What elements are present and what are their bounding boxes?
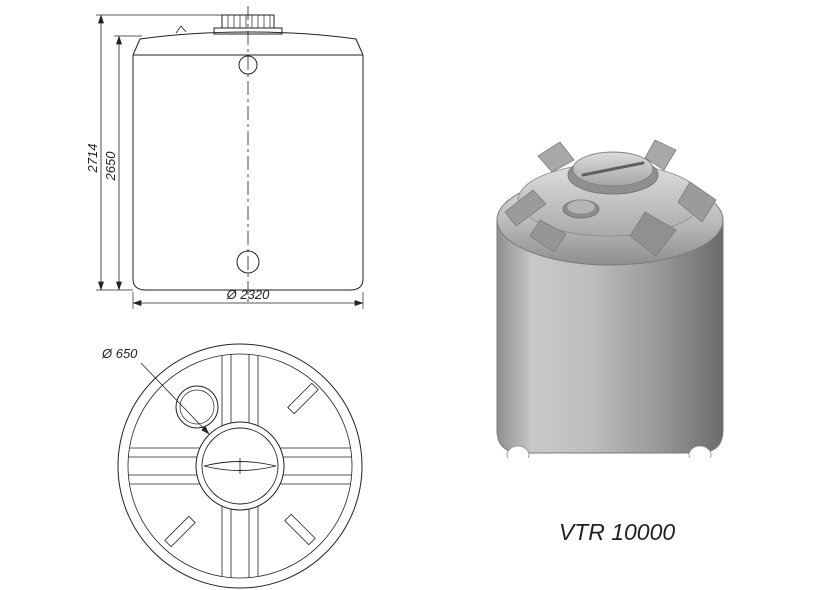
- tank-3d-lid-slot: [581, 161, 645, 177]
- tank-3d-port: [562, 199, 600, 219]
- front-extension-lines: [96, 14, 364, 309]
- dim-height-outer: 2714: [85, 144, 100, 174]
- tank-3d-baseline-mask: [495, 458, 725, 468]
- front-bottom-fitting: [236, 250, 260, 274]
- top-port-circle: [175, 385, 219, 429]
- top-outer-circle: [117, 343, 363, 589]
- dim-diameter: Ø 2320: [226, 287, 270, 302]
- top-slots: [164, 382, 319, 548]
- top-view-drawing: [117, 343, 363, 589]
- top-cap-handle: [203, 461, 277, 471]
- model-label: VTR 10000: [559, 519, 676, 545]
- tank-3d-render: [495, 139, 725, 468]
- dim-port-diameter: Ø 650: [101, 346, 138, 361]
- front-lid: [213, 14, 283, 35]
- leader-line-650: [140, 362, 210, 435]
- top-manhole: [195, 421, 285, 511]
- tank-3d-ribs: [504, 139, 717, 257]
- front-view-drawing: [96, 6, 364, 309]
- front-dimension-lines: [98, 14, 364, 306]
- front-top-fitting: [238, 55, 258, 75]
- tank-3d-lid: [567, 151, 659, 195]
- front-tank-outline: [132, 25, 364, 291]
- top-inner-ring: [127, 353, 353, 579]
- dim-height-inner: 2650: [103, 151, 118, 182]
